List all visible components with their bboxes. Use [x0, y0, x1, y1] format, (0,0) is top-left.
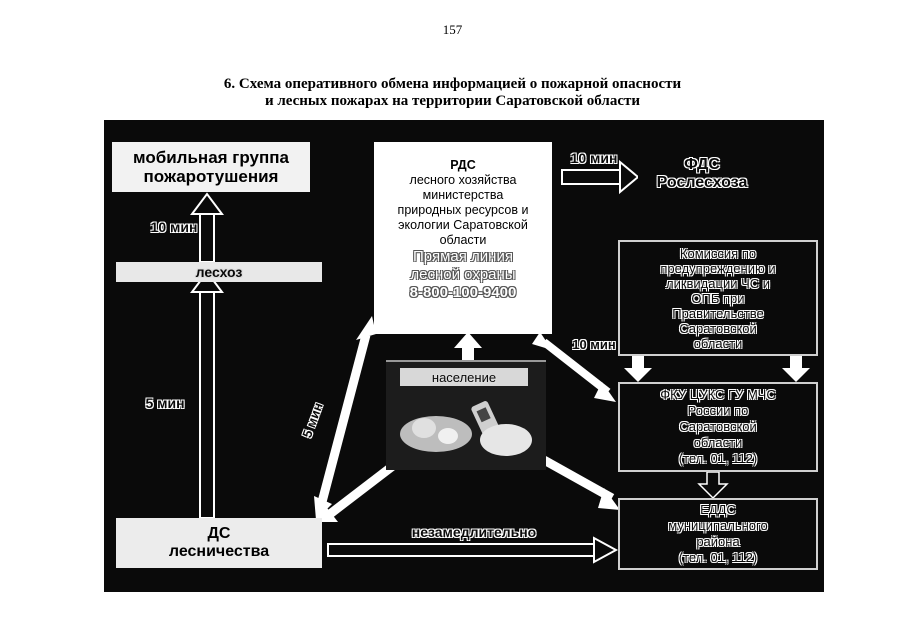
leskhoz-box: лесхоз [116, 262, 322, 282]
edds-box: ЕДДС муниципального района (тел. 01, 112… [618, 498, 818, 570]
population-label: население [431, 369, 497, 385]
rds-line-3: министерства [422, 188, 504, 202]
mobile-group-box: мобильная группа пожаротушения [112, 142, 310, 192]
commission-line-2: предупреждению и [660, 260, 776, 276]
diagram-panel: мобильная группа пожаротушения 10 мин ле… [104, 120, 824, 592]
label-10-min-top: 10 мин [570, 150, 618, 166]
fku-line-5: (тел. 01, 112) [678, 451, 758, 466]
commission-line-7: области [693, 335, 743, 351]
hotline-phone: 8-800-100-9400 [409, 284, 517, 301]
population-label-bar: население [400, 368, 528, 386]
label-10-min-left: 10 мин [150, 219, 198, 235]
mobile-group-line-1: мобильная группа [133, 148, 289, 167]
fds-box: ФДС Рослесхоза [638, 154, 766, 194]
edds-line-4: (тел. 01, 112) [678, 550, 758, 565]
mobile-group-line-2: пожаротушения [143, 167, 279, 186]
commission-line-6: Саратовской [679, 320, 757, 336]
rds-line-2: лесного хозяйства [409, 173, 517, 187]
arrow-leskhoz-to-mobile [190, 192, 224, 263]
arrows-layer [190, 159, 810, 564]
leskhoz-label: лесхоз [195, 264, 243, 280]
ds-box: ДС лесничества [116, 518, 322, 568]
label-immediately: незамедлительно [411, 524, 537, 540]
commission-line-5: Правительстве [672, 305, 764, 321]
fku-box: ФКУ ЦУКС ГУ МЧС России по Саратовской об… [618, 382, 818, 472]
arrow-rds-to-fku [532, 332, 616, 402]
rds-line-1: РДС [450, 158, 476, 172]
title-line-1: 6. Схема оперативного обмена информацией… [223, 76, 682, 92]
fku-line-3: Саратовской [679, 419, 757, 434]
commission-line-1: Комиссия по [679, 245, 757, 261]
fds-line-2: Рослесхоза [656, 174, 748, 191]
population-photo: население [386, 360, 546, 470]
arrow-population-to-ds [316, 461, 397, 522]
edds-line-2: муниципального [668, 518, 768, 533]
label-10-min-right: 10 мин [572, 336, 616, 352]
hotline-line-1: Прямая линия [413, 248, 513, 265]
commission-line-3: ликвидации ЧС и [665, 275, 771, 291]
arrow-ds-to-leskhoz [190, 270, 224, 519]
label-5-min-left: 5 мин [145, 395, 185, 411]
rds-line-6: области [439, 233, 487, 247]
page-title: 6. Схема оперативного обмена информацией… [120, 76, 785, 110]
fku-line-4: области [693, 435, 743, 450]
population-image [400, 401, 532, 456]
title-line-2: и лесных пожарах на территории Саратовск… [264, 93, 640, 109]
ds-line-2: лесничества [168, 543, 270, 560]
arrow-commission-fku [624, 356, 810, 382]
page-number: 157 [442, 22, 463, 37]
commission-line-4: ОПБ при [691, 290, 745, 306]
arrow-rds-to-fds [561, 159, 640, 195]
fku-line-2: России по [687, 403, 749, 418]
ds-line-1: ДС [207, 525, 231, 542]
arrow-fku-edds [697, 471, 729, 500]
edds-line-1: ЕДДС [700, 502, 736, 517]
arrow-ds-to-edds [327, 536, 619, 564]
fds-line-1: ФДС [684, 156, 720, 173]
fku-line-1: ФКУ ЦУКС ГУ МЧС [660, 387, 776, 402]
rds-line-5: экологии Саратовской [398, 218, 528, 232]
rds-box: РДС лесного хозяйства министерства приро… [374, 142, 552, 334]
edds-line-3: района [696, 534, 740, 549]
arrow-population-to-rds [454, 332, 482, 362]
arrow-population-to-edds [541, 456, 620, 510]
hotline-line-2: лесной охраны [410, 266, 516, 283]
commission-box: Комиссия по предупреждению и ликвидации … [618, 240, 818, 356]
rds-line-4: природных ресурсов и [397, 203, 529, 217]
